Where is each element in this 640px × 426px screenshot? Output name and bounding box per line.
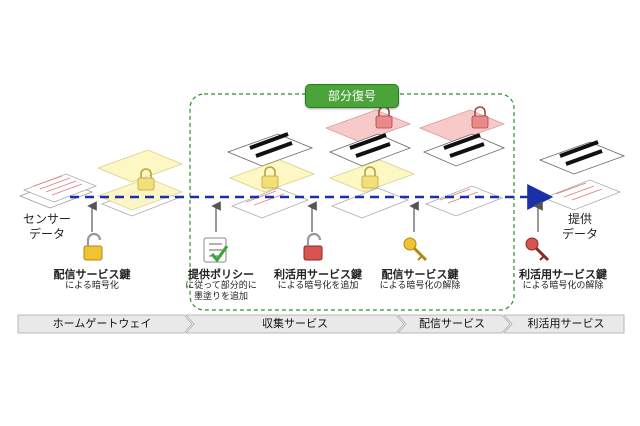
unlock-icon-red	[303, 232, 323, 261]
encrypted-sheet-1	[96, 149, 184, 217]
provided-data-label: 提供 データ	[561, 212, 598, 241]
encrypted-sheet-4	[418, 106, 506, 217]
double-encrypted-sheet-3	[324, 106, 416, 219]
step-3-title: 利活用サービス鍵	[274, 268, 362, 281]
step-4-title: 配信サービス鍵	[381, 268, 459, 281]
stage-bar	[17, 314, 625, 334]
step-1-label: 配信サービス鍵 による暗号化	[42, 268, 142, 292]
stage-home-gateway: ホームゲートウェイ	[52, 317, 152, 330]
step-5-label: 利活用サービス鍵 による暗号化の解除	[508, 268, 618, 292]
step-1-desc: による暗号化	[65, 281, 119, 291]
unlock-icon-yellow	[83, 232, 103, 261]
step-5-title: 利活用サービス鍵	[519, 268, 607, 281]
redacted-sheet-2	[226, 132, 316, 219]
step-2-desc: に従って部分的に 墨塗りを追加	[185, 281, 257, 302]
step-arrows	[87, 201, 543, 232]
key-icon-red	[525, 237, 550, 262]
step-2-label: 提供ポリシー に従って部分的に 墨塗りを追加	[176, 268, 266, 303]
partial-decrypt-badge: 部分復号	[305, 84, 399, 108]
stage-utilization-service: 利活用サービス	[527, 317, 605, 330]
step-4-desc: による暗号化の解除	[379, 281, 461, 291]
step-3-label: 利活用サービス鍵 による暗号化を追加	[268, 268, 368, 292]
step-5-desc: による暗号化の解除	[522, 281, 604, 291]
sensor-data-label: センサー データ	[22, 212, 71, 241]
step-1-title: 配信サービス鍵	[53, 268, 131, 281]
stage-collection-service: 収集サービス	[262, 317, 328, 330]
stage-distribution-service: 配信サービス	[419, 317, 485, 330]
step-4-label: 配信サービス鍵 による暗号化の解除	[370, 268, 470, 292]
provided-data-icon	[538, 140, 626, 211]
step-2-title: 提供ポリシー	[188, 268, 254, 281]
key-icon-yellow	[403, 237, 428, 262]
checklist-icon	[203, 237, 229, 263]
sensor-data-icon	[18, 173, 98, 209]
step-3-desc: による暗号化を追加	[277, 281, 359, 291]
